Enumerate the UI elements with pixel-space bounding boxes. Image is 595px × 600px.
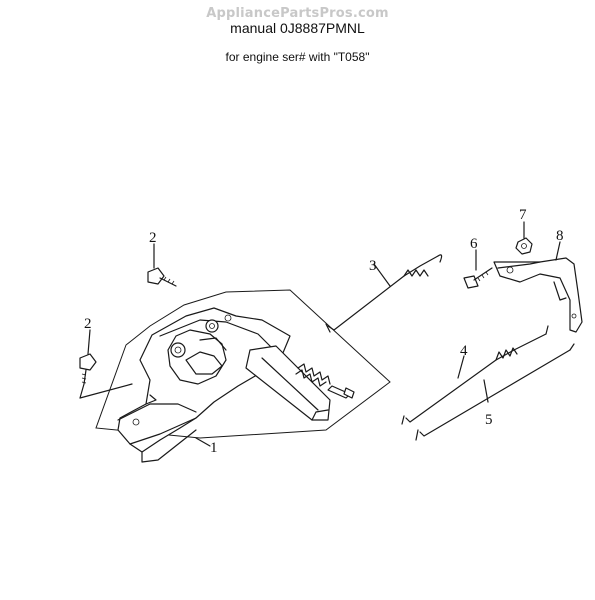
part-6-screw	[463, 249, 493, 289]
part-4-rod-spring	[401, 325, 549, 425]
part-3-rod-spring	[325, 254, 443, 333]
page-title: manual 0J8887PMNL	[230, 20, 365, 36]
callout-3: 3	[369, 258, 377, 274]
part-7-nut	[515, 221, 533, 255]
watermark: AppliancePartsPros.com	[206, 6, 389, 21]
callout-2-lower: 2	[84, 316, 92, 332]
page-subtitle: for engine ser# with "T058"	[225, 50, 370, 64]
spring-small	[295, 363, 331, 387]
callout-8: 8	[556, 228, 564, 244]
callout-4: 4	[460, 343, 468, 359]
callout-5: 5	[485, 412, 493, 428]
callout-7: 7	[519, 207, 527, 223]
callout-1: 1	[210, 440, 218, 456]
callout-6: 6	[470, 236, 478, 252]
part-2-bolt-lower	[79, 329, 133, 399]
part-2-bolt-upper	[147, 243, 177, 287]
part-1-control-plate	[117, 307, 331, 463]
part-5-rod	[415, 343, 575, 441]
bolt-small	[327, 385, 355, 399]
part-8-bracket	[493, 241, 583, 333]
callout-2-upper: 2	[149, 230, 157, 246]
